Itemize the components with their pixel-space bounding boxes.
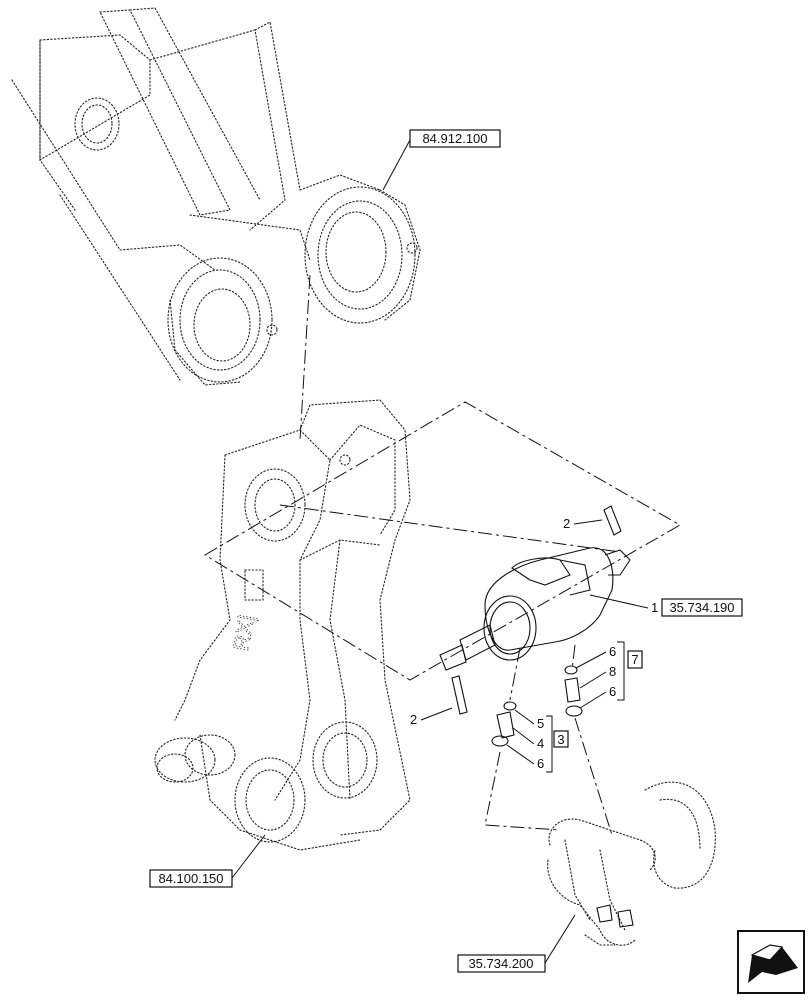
- svg-text:3: 3: [557, 732, 564, 747]
- svg-text:84.100.150: 84.100.150: [158, 871, 223, 886]
- item-6-b-bottom: 6: [609, 684, 616, 699]
- cylinder: [439, 547, 631, 671]
- hose-centerline-a: [484, 751, 561, 831]
- arm-ref-leader: [231, 834, 266, 879]
- hose-assembly: [547, 781, 716, 946]
- item-4: 4: [537, 736, 544, 751]
- item-5: 5: [537, 716, 544, 731]
- pin-bottom: [451, 675, 468, 715]
- item-6-a-leader: [506, 744, 535, 765]
- svg-text:7: 7: [631, 652, 638, 667]
- item-8: 8: [609, 664, 616, 679]
- boom-ref-label: 84.912.100: [409, 129, 501, 148]
- cylinder-axis: [279, 504, 621, 553]
- kit-3-label: 3: [553, 730, 569, 748]
- kit-7-bracket: [617, 641, 625, 701]
- kit-7-label: 7: [627, 650, 643, 669]
- hose-ref-leader: [544, 914, 576, 964]
- item-2-bottom-leader: [420, 707, 453, 721]
- item-1-leader: [589, 594, 649, 609]
- svg-text:84.912.100: 84.912.100: [422, 131, 487, 146]
- fitting-a: [491, 701, 517, 747]
- install-plane: [204, 401, 682, 681]
- fitting-b: [564, 665, 583, 717]
- item-8-leader: [579, 671, 607, 689]
- item-2-top-leader: [573, 519, 603, 525]
- item-2-top: 2: [563, 516, 570, 531]
- hose-centerline-b: [574, 717, 613, 836]
- fitting-a-centerline: [509, 647, 521, 701]
- arm-marking: RX|: [228, 613, 259, 653]
- item-6-b-bottom-leader: [579, 691, 607, 709]
- kit-3-bracket: [546, 715, 553, 773]
- arm-assembly: RX|: [154, 399, 411, 851]
- item-1: 1: [651, 600, 658, 615]
- hose-ref-label: 35.734.200: [457, 954, 546, 973]
- boom-ref-leader: [382, 139, 411, 191]
- item-4-leader: [512, 727, 535, 745]
- item-5-leader: [514, 709, 535, 725]
- svg-text:35.734.200: 35.734.200: [468, 956, 533, 971]
- item-2-bottom: 2: [410, 712, 417, 727]
- boom-assembly: [11, 7, 421, 386]
- svg-text:35.734.190: 35.734.190: [669, 600, 734, 615]
- pin-top: [603, 505, 622, 536]
- item-6-b-top-leader: [575, 651, 607, 669]
- next-page-arrow-icon[interactable]: [737, 930, 805, 994]
- arm-ref-label: 84.100.150: [149, 869, 233, 888]
- pivot-centerline: [299, 274, 311, 441]
- item-6-b-top: 6: [609, 644, 616, 659]
- cylinder-ref-label: 35.734.190: [661, 598, 743, 617]
- item-6-a: 6: [537, 756, 544, 771]
